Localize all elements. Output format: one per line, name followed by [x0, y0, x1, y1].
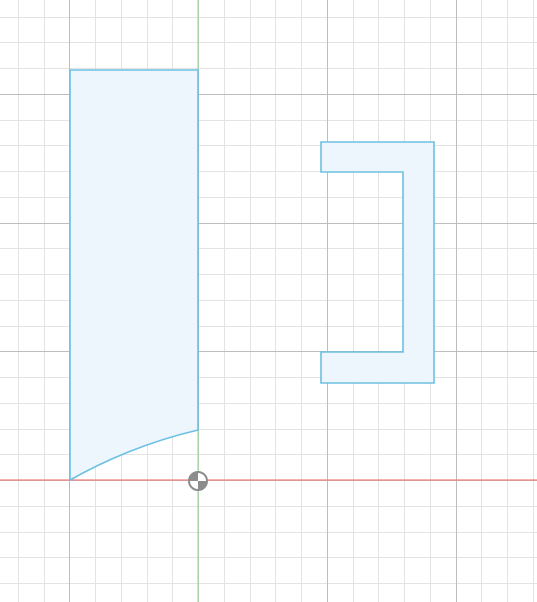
- blade-profile[interactable]: [69, 69, 199, 482]
- origin-icon[interactable]: [188, 471, 208, 491]
- bracket-profile[interactable]: [320, 141, 435, 384]
